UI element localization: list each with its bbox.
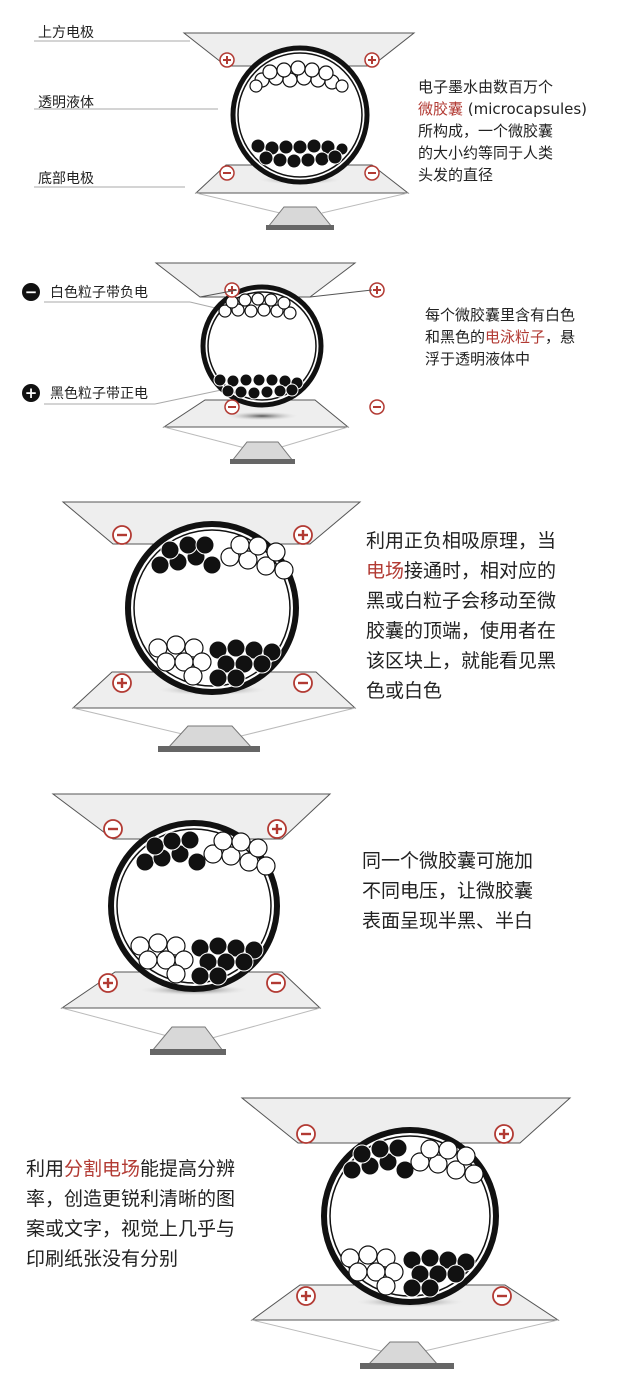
legend-white-negative: − 白色粒子带负电 [22, 282, 148, 302]
capsule-diagram-1 [34, 32, 416, 230]
label-top-electrode: 上方电极 [38, 25, 94, 41]
highlight-electric-field: 电场 [366, 560, 405, 582]
capsule-diagram-5 [240, 1097, 572, 1369]
highlight-electrophoretic: 电泳粒子 [485, 328, 546, 346]
panel-electric-field: 利用正负相吸原理，当 电场接通时，相对应的 黑或白粒子会移动至微 胶囊的顶端，使… [0, 490, 620, 780]
panel-microcapsule-structure: 上方电极 透明液体 底部电极 电子墨水由数百万个 微胶囊 (microcapsu… [0, 0, 620, 240]
label-transparent-liquid: 透明液体 [38, 95, 94, 111]
label-bottom-electrode: 底部电极 [38, 171, 94, 187]
highlight-microcapsules: 微胶囊 [418, 100, 464, 118]
description-1: 电子墨水由数百万个 微胶囊 (microcapsules) 所构成，一个微胶囊 … [418, 78, 588, 184]
legend-black-positive: + 黑色粒子带正电 [22, 383, 148, 403]
panel-particle-charges: − 白色粒子带负电 + 黑色粒子带正电 每个微胶囊里含有白色 和黑色的电泳粒子，… [0, 250, 620, 470]
description-4: 同一个微胶囊可施加 不同电压，让微胶囊 表面呈现半黑、半白 [362, 850, 534, 932]
highlight-segmented-field: 分割电场 [64, 1158, 141, 1180]
panel-segmented-field: 利用分割电场能提高分辨 率，创造更锐利清晰的图 案或文字，视觉上几乎与 印刷纸张… [0, 1080, 620, 1392]
description-2: 每个微胶囊里含有白色 和黑色的电泳粒子，悬 浮于透明液体中 [425, 306, 576, 368]
panel-half-black-white: 同一个微胶囊可施加 不同电压，让微胶囊 表面呈现半黑、半白 [0, 780, 620, 1080]
capsule-diagram-4 [51, 793, 332, 1055]
description-3: 利用正负相吸原理，当 电场接通时，相对应的 黑或白粒子会移动至微 胶囊的顶端，使… [366, 530, 557, 702]
capsule-diagram-2 [44, 262, 385, 464]
capsule-diagram-3 [61, 501, 362, 752]
minus-circle-icon: − [22, 283, 40, 301]
description-5: 利用分割电场能提高分辨 率，创造更锐利清晰的图 案或文字，视觉上几乎与 印刷纸张… [26, 1158, 236, 1270]
plus-circle-icon: + [22, 384, 40, 402]
